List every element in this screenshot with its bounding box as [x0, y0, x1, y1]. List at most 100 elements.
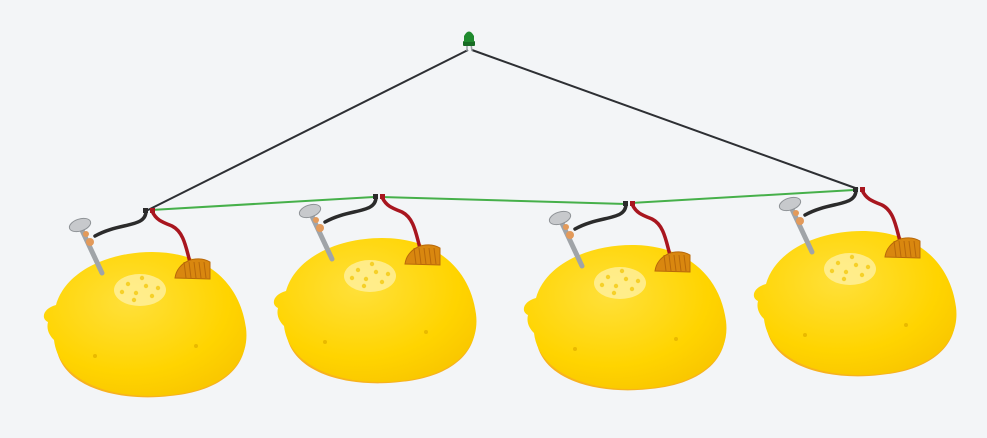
lemon-texture-dot [841, 276, 847, 282]
lemon-texture-dot [605, 274, 611, 280]
lemon-texture-dot [133, 290, 139, 296]
copper-plate-icon[interactable] [884, 237, 921, 259]
copper-plate-ridge [913, 240, 917, 258]
wire-led-to-lemon-1[interactable] [145, 49, 469, 212]
lemon-texture-dot [125, 281, 131, 287]
terminal-negative [623, 201, 628, 206]
wire-lemon-1-to-2[interactable] [150, 196, 375, 211]
lemon-highlight [344, 260, 396, 292]
lemon-texture-dot [829, 268, 835, 274]
lead-copper-wire [630, 202, 672, 257]
lemon-highlight [114, 274, 166, 306]
wire-lemon-3-to-4[interactable] [630, 189, 855, 204]
nail-head [778, 196, 802, 212]
copper-plate-ridge [663, 254, 667, 272]
terminal-negative [373, 194, 378, 199]
lemon-texture-dot [363, 276, 369, 282]
lemon-texture-dot [853, 262, 859, 268]
lemon-group [43, 187, 957, 398]
lemon-texture-dot [843, 269, 849, 275]
terminal-positive [150, 208, 155, 213]
lemon-texture-dot [865, 264, 871, 270]
nail-coil [316, 224, 324, 232]
copper-plate-ridge [413, 247, 417, 265]
copper-plate-ridge [903, 240, 907, 258]
copper-plate-ridge [183, 261, 187, 279]
wire-lemon-2-to-3[interactable] [380, 196, 627, 205]
lemon-pore [424, 330, 428, 334]
nail-coil [83, 231, 89, 237]
lemon-highlight [824, 253, 876, 285]
terminal-positive [380, 194, 385, 199]
lemon-battery-4[interactable] [753, 187, 957, 377]
lemon-texture-dot [849, 254, 855, 260]
lemon-body [43, 252, 247, 396]
copper-plate-ridge [893, 240, 897, 258]
terminal-negative [143, 208, 148, 213]
lemon-body [523, 245, 727, 389]
lemon-texture-dot [119, 289, 125, 295]
copper-plate-ridge [433, 247, 437, 265]
copper-plate-icon[interactable] [174, 258, 211, 280]
lead-zinc-wire [93, 209, 148, 238]
zinc-nail-icon[interactable] [68, 216, 105, 276]
lemon-texture-dot [613, 283, 619, 289]
lemon-texture-dot [619, 268, 625, 274]
lemon-pore [674, 337, 678, 341]
wire-led-to-lemon-4[interactable] [471, 49, 859, 190]
lemon-highlight [594, 267, 646, 299]
lemon-texture-dot [859, 272, 865, 278]
lemon-texture-dot [611, 290, 617, 296]
copper-plate-ridge [898, 240, 902, 258]
lead-copper-wire [380, 195, 422, 250]
zinc-nail-icon[interactable] [548, 209, 585, 269]
copper-plate-ridge [908, 240, 912, 258]
lemon-texture-dot [373, 269, 379, 275]
terminal-positive [630, 201, 635, 206]
lemon-texture-dot [635, 278, 641, 284]
lemon-texture-dot [355, 267, 361, 273]
nail-coil [313, 217, 319, 223]
lemon-texture-dot [623, 276, 629, 282]
nail-coil [563, 224, 569, 230]
lemon-texture-dot [361, 283, 367, 289]
lemon-pore [194, 344, 198, 348]
copper-plate-icon[interactable] [404, 244, 441, 266]
lemon-texture-dot [599, 282, 605, 288]
led-icon[interactable] [463, 31, 475, 52]
lemon-body [273, 238, 477, 382]
lemon-pore [904, 323, 908, 327]
lemon-body [753, 231, 957, 375]
terminal-positive [860, 187, 865, 192]
copper-plate-ridge [198, 261, 202, 279]
zinc-nail-icon[interactable] [298, 202, 335, 262]
copper-plate-ridge [428, 247, 432, 265]
nail-head [68, 217, 92, 233]
lemon-battery-1[interactable] [43, 208, 247, 398]
lead-zinc-wire [573, 202, 628, 231]
nail-head [298, 203, 322, 219]
nail-coil [793, 210, 799, 216]
lemon-battery-2[interactable] [273, 194, 477, 384]
copper-plate-ridge [673, 254, 677, 272]
copper-plate-ridge [203, 261, 207, 279]
lead-copper-wire [150, 209, 192, 264]
copper-plate-icon[interactable] [654, 251, 691, 273]
lemon-texture-dot [139, 275, 145, 281]
zinc-nail-icon[interactable] [778, 195, 815, 255]
lead-zinc-wire [803, 188, 858, 217]
copper-plate-ridge [668, 254, 672, 272]
lemon-pore [573, 347, 577, 351]
lemon-texture-dot [149, 293, 155, 299]
nail-coil [86, 238, 94, 246]
lemon-texture-dot [131, 297, 137, 303]
lemon-texture-dot [155, 285, 161, 291]
lemon-pore [93, 354, 97, 358]
lemon-pore [803, 333, 807, 337]
nail-coil [796, 217, 804, 225]
lemon-battery-3[interactable] [523, 201, 727, 391]
lemon-texture-dot [379, 279, 385, 285]
lead-zinc-wire [323, 195, 378, 224]
lemon-texture-dot [143, 283, 149, 289]
